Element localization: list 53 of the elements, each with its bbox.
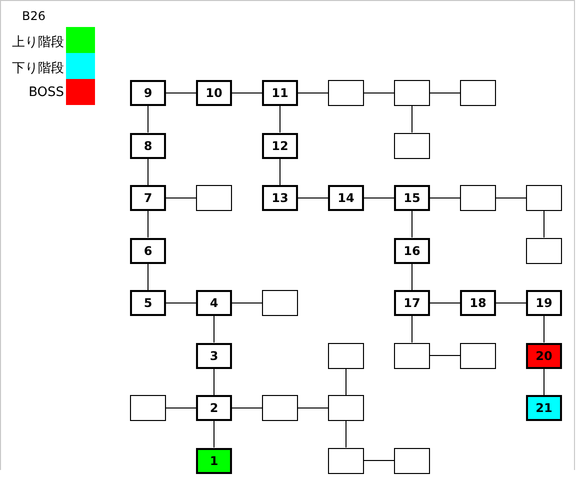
room-box: 1: [196, 448, 232, 474]
legend-label: 上り階段: [12, 34, 64, 51]
empty-room-box: [394, 342, 430, 368]
connector-line: [166, 302, 196, 304]
room-box: 14: [328, 185, 364, 211]
empty-room-box: [526, 238, 562, 264]
floor-label: B26: [22, 9, 46, 23]
empty-room-box: [328, 395, 364, 421]
empty-room-box: [460, 80, 496, 106]
empty-room-box: [460, 185, 496, 211]
empty-room-box: [328, 448, 364, 474]
room-box: 15: [394, 185, 430, 211]
room-box: 10: [196, 80, 232, 106]
room-box: 4: [196, 290, 232, 316]
room-box: 12: [262, 132, 298, 158]
empty-room-box: [460, 342, 496, 368]
room-box: 11: [262, 80, 298, 106]
connector-line: [496, 302, 526, 304]
empty-room-box: [526, 185, 562, 211]
empty-room-box: [328, 80, 364, 106]
legend-label: 下り階段: [12, 60, 64, 77]
empty-room-box: [262, 290, 298, 316]
room-box: 6: [130, 238, 166, 264]
connector-line: [298, 92, 328, 94]
room-box: 21: [526, 395, 562, 421]
connector-line: [430, 302, 460, 304]
room-box: 5: [130, 290, 166, 316]
room-box: 2: [196, 395, 232, 421]
empty-room-box: [196, 185, 232, 211]
connector-line: [430, 355, 460, 356]
room-box: 16: [394, 238, 430, 264]
room-box: 13: [262, 185, 298, 211]
connector-line: [232, 92, 262, 94]
room-box: 7: [130, 185, 166, 211]
connector-line: [232, 302, 262, 304]
empty-room-box: [394, 80, 430, 106]
room-box: 3: [196, 342, 232, 368]
room-box: 20: [526, 342, 562, 368]
room-box: 19: [526, 290, 562, 316]
connector-line: [166, 92, 196, 94]
empty-room-box: [130, 395, 166, 421]
room-box: 9: [130, 80, 166, 106]
empty-room-box: [394, 132, 430, 158]
empty-room-box: [328, 342, 364, 368]
connector-line: [430, 92, 460, 94]
room-box: 8: [130, 132, 166, 158]
connector-line: [364, 460, 394, 461]
connector-line: [364, 92, 394, 94]
room-box: 17: [394, 290, 430, 316]
legend-label: BOSS: [28, 85, 64, 100]
room-box: 18: [460, 290, 496, 316]
empty-room-box: [262, 395, 298, 421]
empty-room-box: [394, 448, 430, 474]
